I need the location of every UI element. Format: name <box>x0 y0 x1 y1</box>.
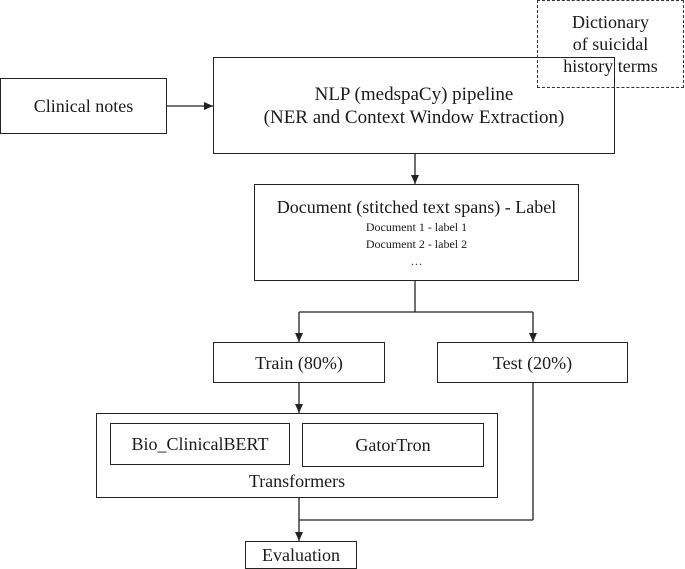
evaluation-box: Evaluation <box>245 541 357 569</box>
evaluation-label: Evaluation <box>262 545 340 565</box>
pipeline-title: NLP (medspaCy) pipeline <box>314 83 514 105</box>
nlp-pipeline-box: NLP (medspaCy) pipeline (NER and Context… <box>213 57 615 154</box>
test-label: Test (20%) <box>492 352 573 373</box>
document-row-2: Document 2 - label 2 <box>365 236 468 251</box>
test-box: Test (20%) <box>437 342 628 383</box>
gatortron-box: GatorTron <box>302 423 484 467</box>
clinical-notes-box: Clinical notes <box>0 78 167 134</box>
train-box: Train (80%) <box>213 342 385 383</box>
dictionary-line-1: Dictionary <box>572 12 649 32</box>
gatortron-label: GatorTron <box>355 435 431 455</box>
dictionary-line-2: of suicidal <box>572 34 649 54</box>
train-label: Train (80%) <box>255 352 343 373</box>
pipeline-subtitle: (NER and Context Window Extraction) <box>263 106 565 128</box>
clinical-notes-label: Clinical notes <box>33 96 134 116</box>
bio-clinicalbert-box: Bio_ClinicalBERT <box>110 423 290 465</box>
bio-clinicalbert-label: Bio_ClinicalBERT <box>131 434 269 454</box>
document-title: Document (stitched text spans) - Label <box>276 196 557 217</box>
document-row-ellipsis: … <box>410 253 423 268</box>
dictionary-box: Dictionary of suicidal history terms <box>537 0 684 88</box>
document-row-1: Document 1 - label 1 <box>365 219 468 234</box>
transformers-label: Transformers <box>248 471 346 491</box>
document-box: Document (stitched text spans) - Label D… <box>254 184 579 281</box>
dictionary-line-3: history terms <box>563 56 658 76</box>
